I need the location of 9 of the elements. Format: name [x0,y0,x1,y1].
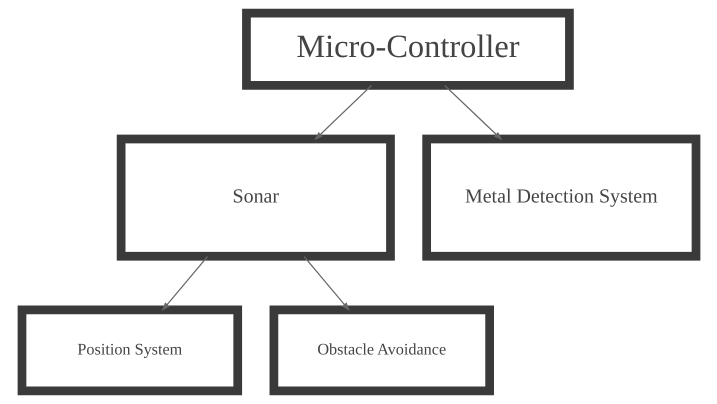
node-box: Metal Detection System [422,134,700,261]
arrow [303,256,350,311]
arrow [314,84,372,140]
node-box: Micro-Controller [242,8,574,90]
node-box: Obstacle Avoidance [269,306,494,396]
node-box: Position System [17,306,242,396]
arrow [444,84,502,140]
arrow [161,256,208,311]
node-box: Sonar [116,134,394,261]
